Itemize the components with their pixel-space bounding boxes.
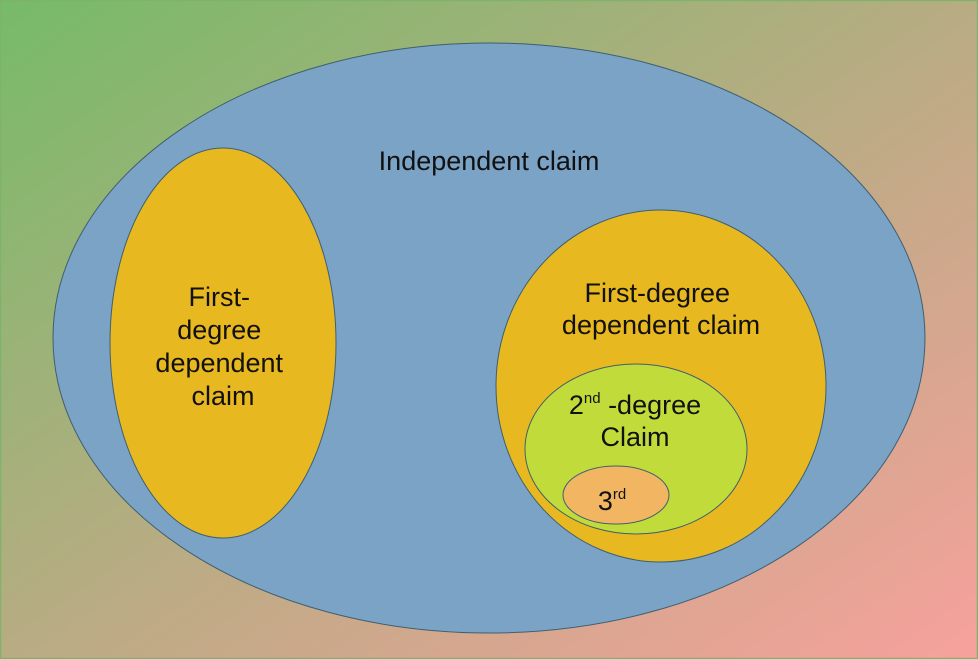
- third-degree-label: 3rd: [598, 486, 626, 516]
- independent-claim-label: Independent claim: [379, 146, 600, 176]
- second-degree-superscript: nd: [584, 390, 601, 407]
- second-degree-label-line-1: 2nd -degree: [569, 390, 701, 420]
- third-degree-superscript: rd: [613, 486, 626, 503]
- second-degree-suffix: -degree: [601, 390, 702, 420]
- second-degree-number: 2: [569, 390, 584, 420]
- third-degree-number: 3: [598, 486, 613, 516]
- first-degree-right-line-1: First-degree: [584, 278, 730, 308]
- first-degree-left-line-1: First-: [189, 282, 250, 312]
- first-degree-right-line-2: dependent claim: [562, 310, 760, 340]
- first-degree-left-label: First- degree dependent claim: [155, 282, 290, 411]
- first-degree-left-line-4: claim: [191, 381, 254, 411]
- third-degree-ellipse: [562, 465, 670, 525]
- second-degree-label-line-2: Claim: [600, 422, 669, 452]
- first-degree-left-line-2: degree: [177, 315, 261, 345]
- first-degree-left-ellipse: [109, 147, 337, 539]
- first-degree-right-label: First-degree dependent claim: [562, 278, 760, 340]
- first-degree-left-line-3: dependent: [155, 348, 283, 378]
